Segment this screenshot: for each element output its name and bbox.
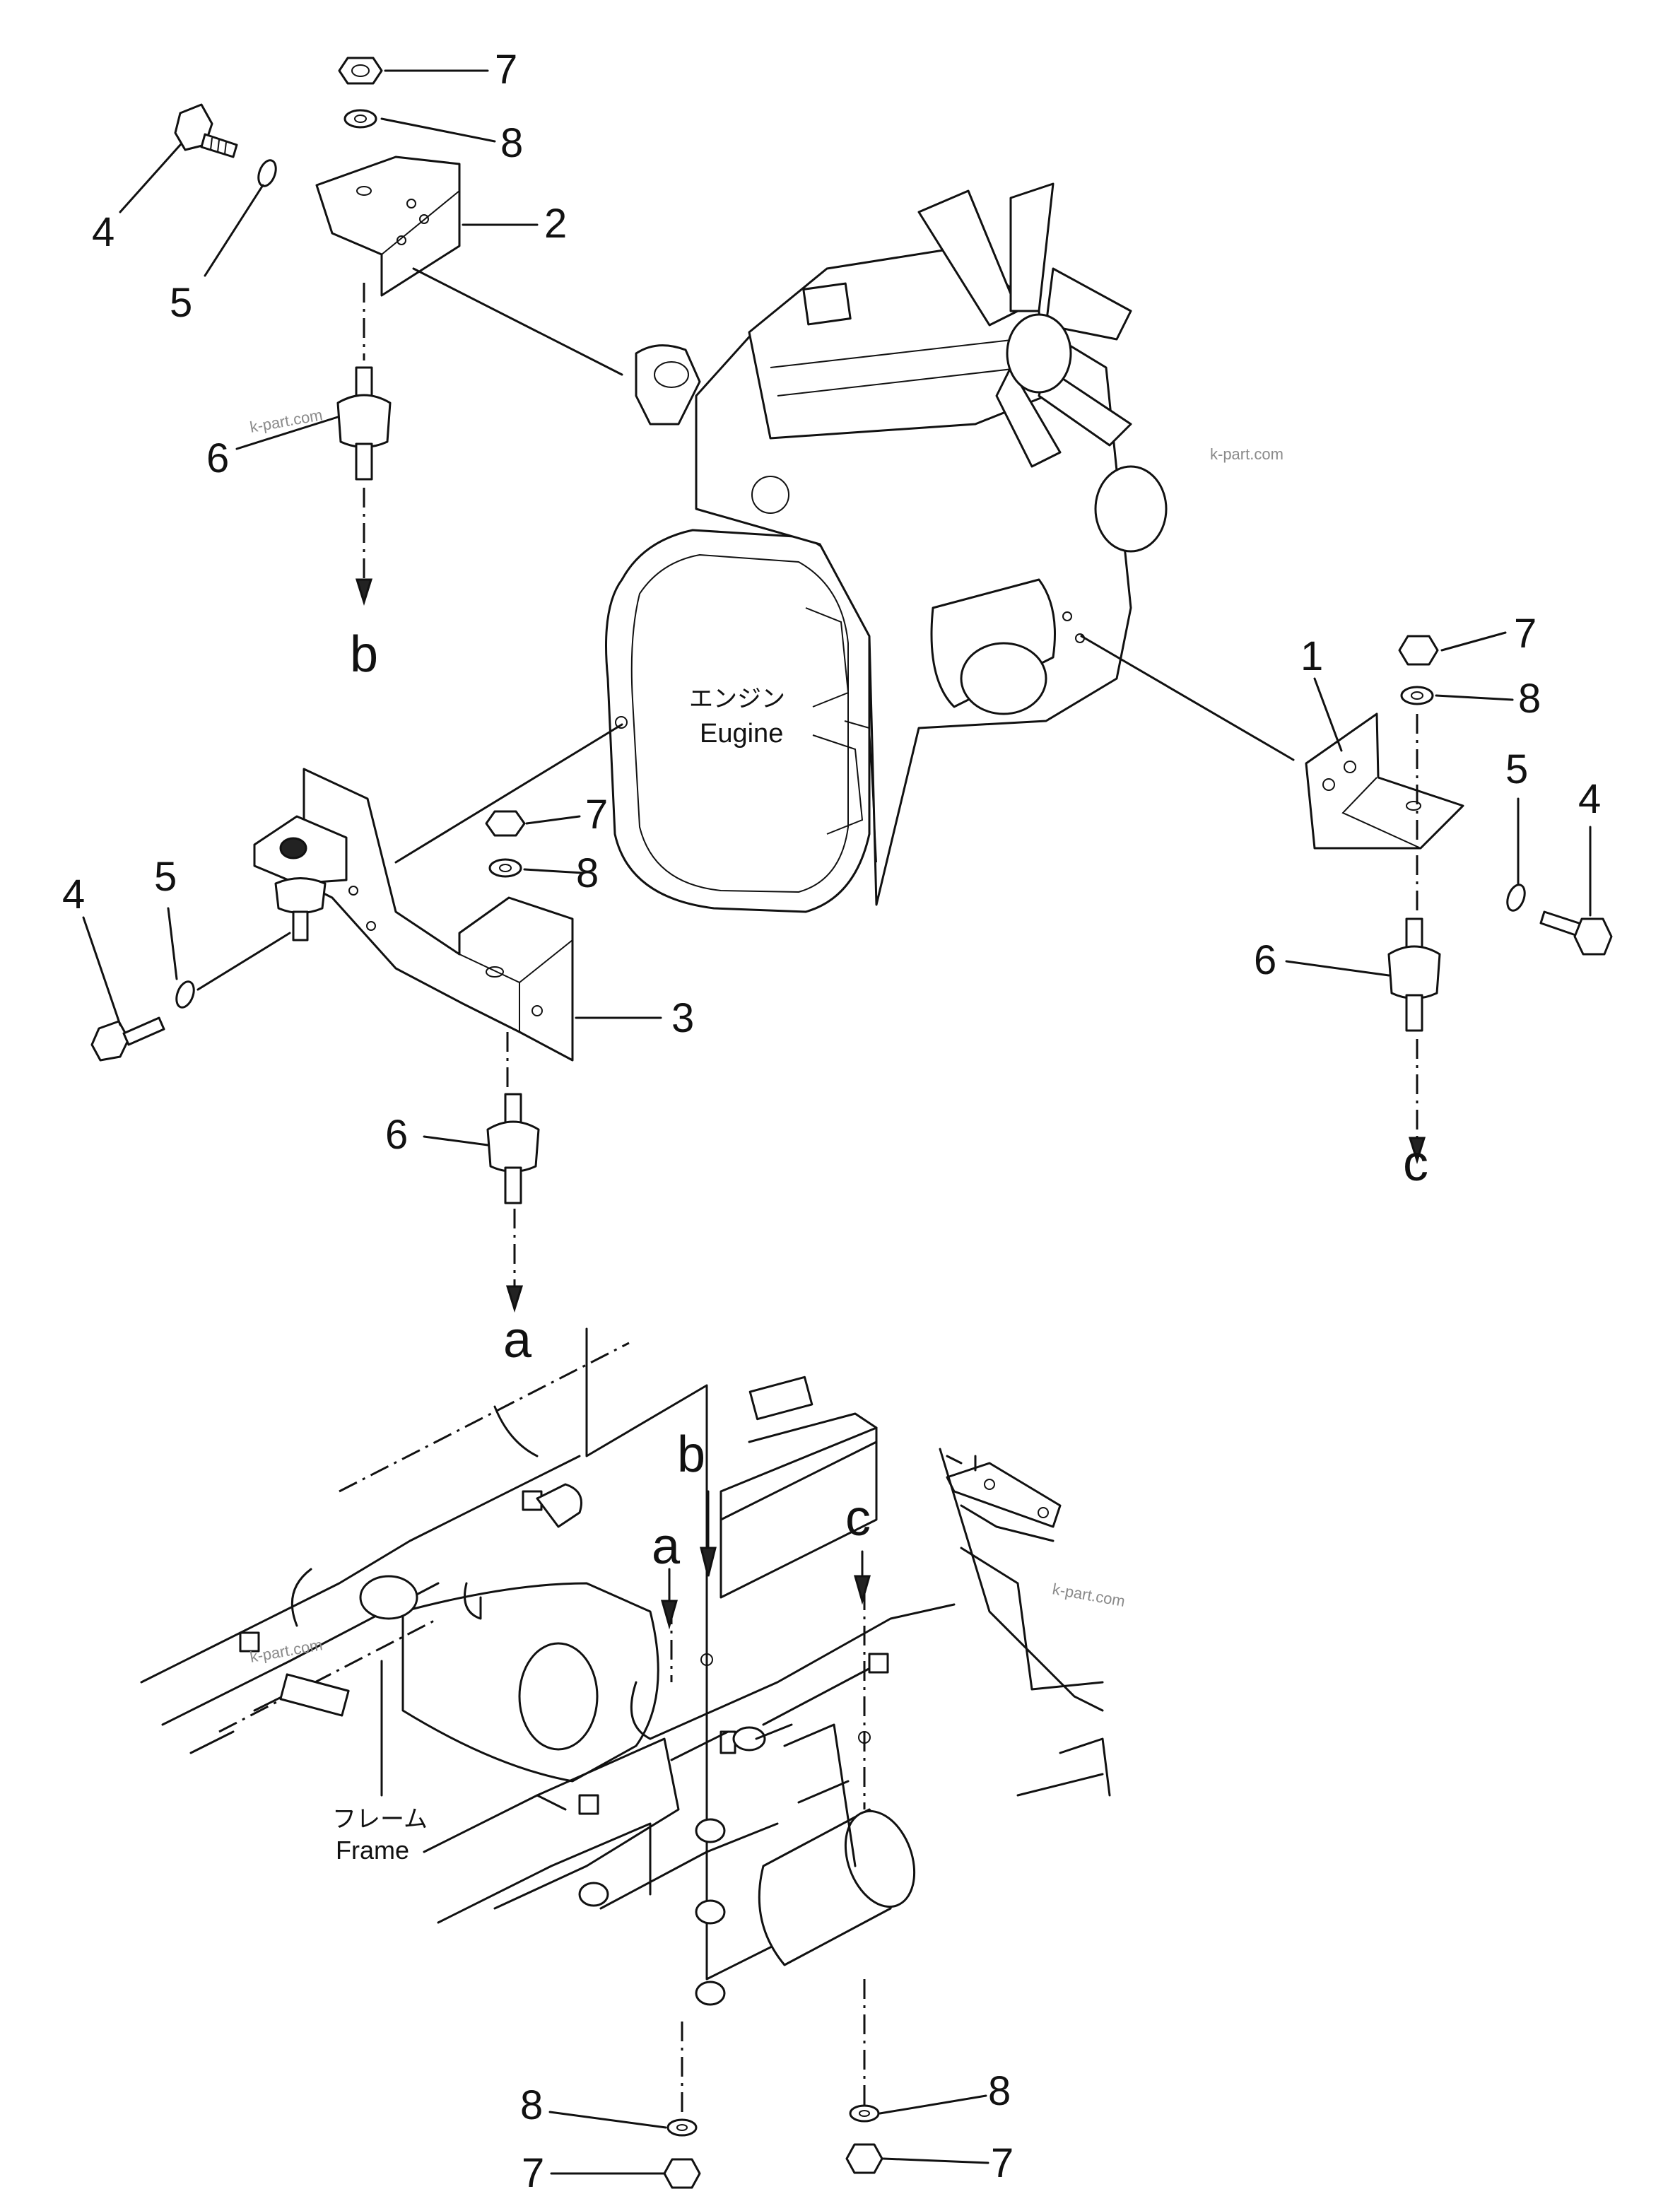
callout-number: 5 bbox=[170, 280, 192, 326]
callout-number: 7 bbox=[991, 2140, 1014, 2186]
watermark-text: k-part.com bbox=[1051, 1580, 1127, 1610]
engine-caption-jp: エンジン bbox=[689, 686, 785, 712]
engine-illustration: エンジン Eugine bbox=[605, 182, 1168, 913]
callout-number: 5 bbox=[1505, 746, 1528, 792]
frame-caption-en: Frame bbox=[336, 1836, 409, 1865]
nut-icon bbox=[845, 2143, 883, 2174]
callout-number: 4 bbox=[92, 209, 114, 255]
callout-number: 7 bbox=[1514, 611, 1537, 657]
callout-leaders bbox=[82, 69, 1592, 2175]
callout-number: 7 bbox=[495, 47, 517, 93]
arrow-letter-b: b bbox=[350, 626, 378, 683]
washer-icon bbox=[488, 858, 522, 878]
washer-icon bbox=[257, 159, 277, 187]
arrow-letter-c: c bbox=[1403, 1135, 1428, 1192]
callout-number: 6 bbox=[1254, 937, 1276, 983]
rubber-mount-icon bbox=[486, 1093, 540, 1204]
left-mid-mount-assembly bbox=[90, 723, 623, 1313]
arrow-letter-a: a bbox=[652, 1518, 681, 1575]
washer-icon bbox=[1400, 686, 1434, 705]
rubber-mount-icon bbox=[336, 366, 392, 481]
nut-icon bbox=[485, 810, 526, 837]
callout-number: 8 bbox=[500, 120, 523, 166]
callout-number: 1 bbox=[1300, 633, 1323, 679]
callout-number: 6 bbox=[206, 435, 229, 481]
nut-icon bbox=[1398, 635, 1439, 666]
rubber-mount-icon bbox=[274, 877, 327, 941]
callout-number: 8 bbox=[1518, 676, 1541, 722]
washer-icon bbox=[1506, 884, 1526, 912]
top-left-mount-assembly bbox=[174, 57, 623, 606]
washer-icon bbox=[343, 109, 377, 129]
watermark-text: k-part.com bbox=[1210, 445, 1284, 463]
bolt-icon bbox=[1539, 910, 1613, 956]
frame-attachment-arrows bbox=[661, 1490, 871, 1630]
callout-number: 8 bbox=[576, 850, 599, 896]
callout-number: 3 bbox=[671, 995, 694, 1041]
callout-number: 7 bbox=[585, 792, 608, 838]
arrow-letter-c: c bbox=[845, 1490, 871, 1547]
arrow-letter-a: a bbox=[503, 1312, 532, 1368]
washer-icon bbox=[849, 2104, 880, 2123]
bolt-icon bbox=[174, 103, 238, 158]
arrow-letter-b: b bbox=[677, 1426, 705, 1483]
frame-illustration: フレーム Frame bbox=[140, 1327, 1111, 2113]
callout-number: 6 bbox=[385, 1112, 408, 1158]
engine-mount-bracket-icon bbox=[315, 156, 461, 297]
callout-number: 8 bbox=[988, 2068, 1011, 2114]
engine-mount-bracket-icon bbox=[1305, 712, 1464, 850]
bottom-fasteners bbox=[663, 2104, 883, 2189]
engine-mount-bracket-icon bbox=[253, 768, 574, 1062]
watermark-text: k-part.com bbox=[249, 1636, 324, 1666]
nut-icon bbox=[338, 57, 383, 85]
right-mount-assembly bbox=[1080, 635, 1613, 1165]
bolt-icon bbox=[90, 1016, 165, 1062]
rubber-mount-icon bbox=[1387, 917, 1441, 1032]
frame-caption-jp: フレーム bbox=[332, 1806, 428, 1833]
callout-numbers: 7 8 2 4 5 6 7 8 1 5 4 6 7 8 3 5 4 6 8 7 … bbox=[62, 47, 1601, 2196]
washer-icon bbox=[666, 2118, 698, 2137]
callout-number: 4 bbox=[62, 872, 85, 917]
watermark-text: k-part.com bbox=[249, 406, 324, 436]
engine-caption-en: Eugine bbox=[700, 719, 783, 749]
fan-icon bbox=[917, 182, 1132, 468]
washer-icon bbox=[175, 980, 195, 1009]
callout-number: 8 bbox=[520, 2082, 543, 2128]
callout-number: 7 bbox=[522, 2150, 544, 2196]
callout-number: 5 bbox=[154, 854, 177, 900]
arrow-letters: b c a b c a bbox=[350, 626, 1428, 1575]
nut-icon bbox=[663, 2158, 701, 2189]
callout-number: 2 bbox=[544, 201, 567, 247]
callout-number: 4 bbox=[1578, 776, 1601, 822]
